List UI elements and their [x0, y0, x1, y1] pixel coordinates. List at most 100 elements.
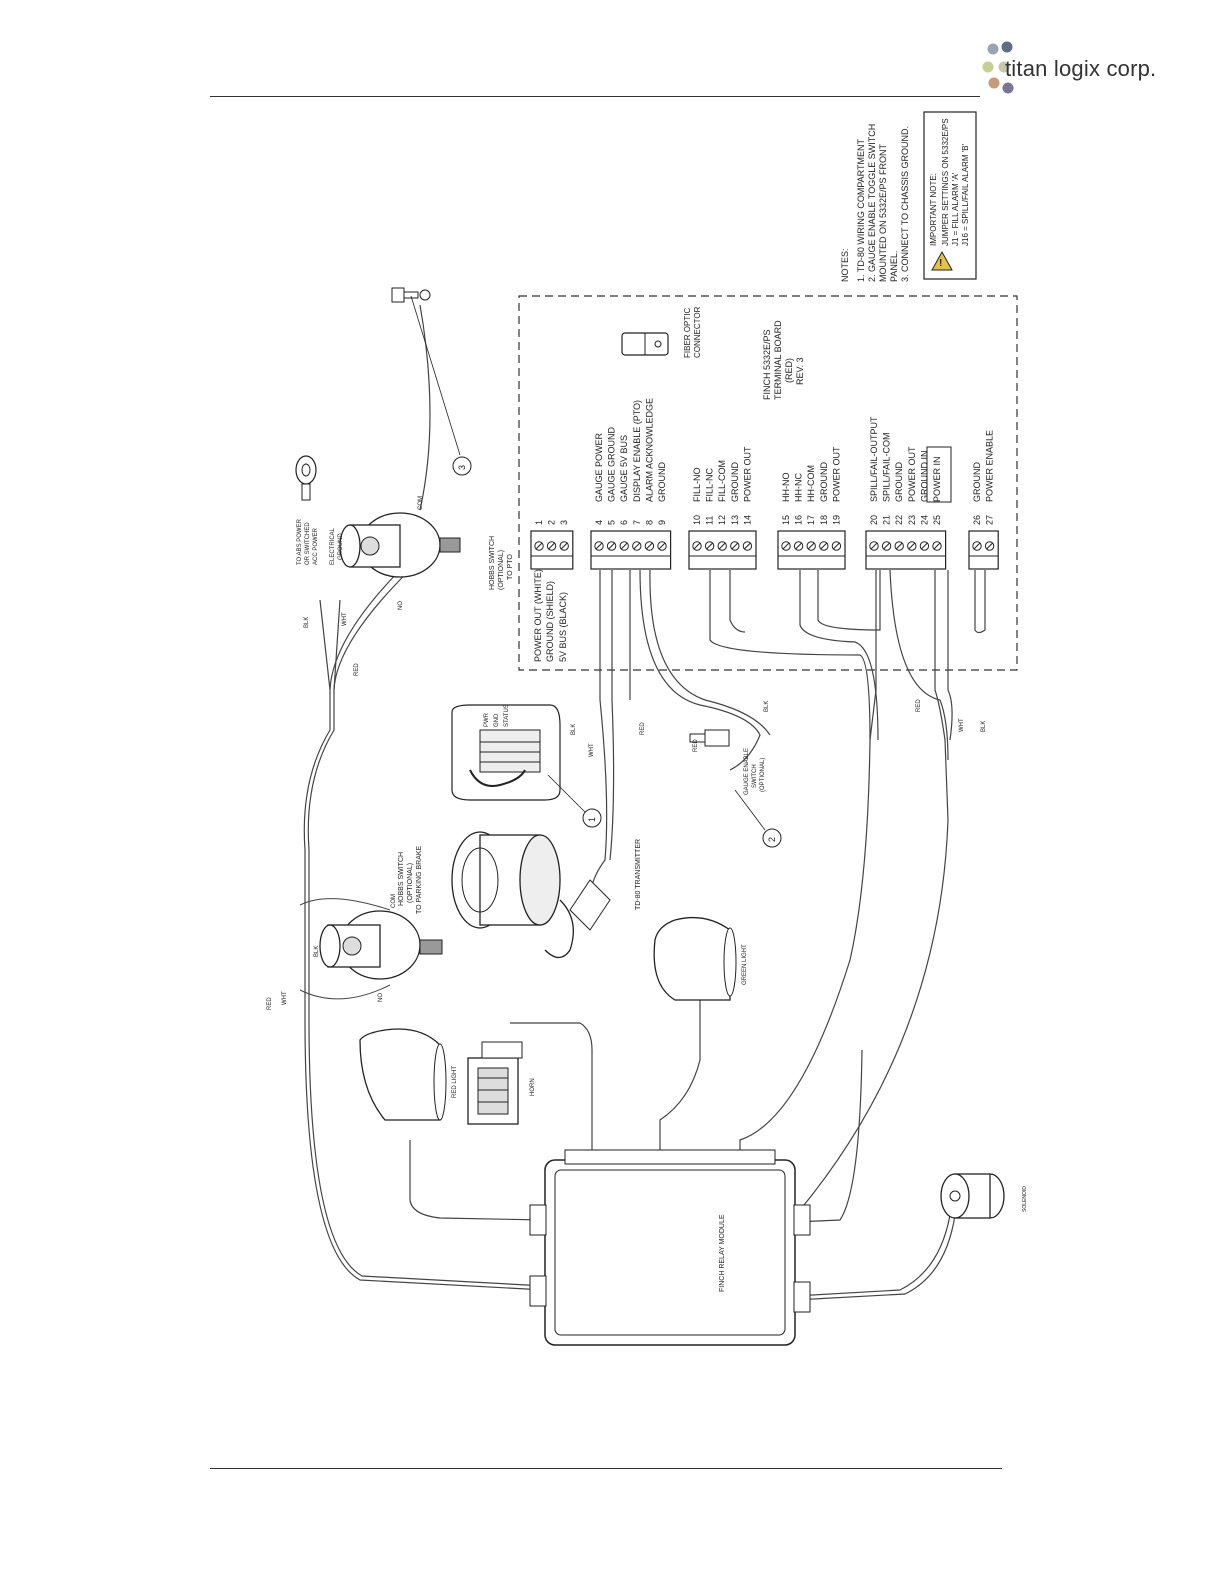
note-line: 2. GAUGE ENABLE TOGGLE SWITCH [867, 124, 877, 282]
transmitter-terminal-block: PWR GND STATUS 1 BLK WHT RED [451, 704, 646, 828]
terminal-number: 22 [894, 515, 904, 525]
wire-relay-spill [794, 1049, 863, 1223]
terminal-screw-slot [646, 542, 653, 550]
terminal-number: 18 [819, 515, 829, 525]
terminal-board: FIBER OPTIC CONNECTOR FINCH 5332E/PS TER… [518, 295, 1018, 671]
wire-red-light [409, 1140, 546, 1221]
wire-spill-blk [799, 570, 949, 1211]
terminal-screw-slot [608, 542, 615, 550]
terminal-screw-slot [883, 542, 890, 550]
warning-icon [931, 250, 953, 271]
finch-relay-module: FINCH RELAY MODULE [529, 1149, 811, 1346]
logo-dot [982, 61, 994, 73]
terminal-label: GROUND IN [919, 451, 929, 503]
tx-terminal-label: GND [494, 713, 500, 727]
solenoid: SOLENOID [940, 1173, 1028, 1219]
label-com: COM [391, 894, 397, 908]
ground-label: GROUND [338, 533, 344, 560]
ground-label: ELECTRICAL [330, 527, 336, 565]
hobbs-brake-label: TO PARKING BRAKE [416, 845, 423, 914]
hobbs-pto-label: (OPTIONAL) [498, 550, 505, 590]
tx-terminal-label: PWR [484, 712, 490, 727]
logo-dot [1001, 41, 1013, 53]
terminal-number: 25 [932, 515, 942, 525]
footer-rule [210, 1468, 1002, 1469]
wire-green-light [659, 1000, 701, 1160]
callout-2-number: 2 [767, 837, 777, 842]
wire-label-blk: BLK [764, 701, 770, 712]
wire-label-wht: WHT [282, 991, 288, 1005]
terminal-screw-slot [744, 542, 751, 550]
power-label: ACC POWER [313, 527, 319, 565]
transmitter-label: TD-80 TRANSMITTER [635, 839, 642, 910]
ground-in-highlight [926, 446, 952, 503]
callout-2 [762, 828, 782, 848]
terminal-label: GROUND [657, 462, 667, 502]
hobbs-brake-label: (OPTIONAL) [407, 863, 414, 903]
important-heading: IMPORTANT NOTE: [929, 173, 938, 246]
wire-enable [974, 570, 986, 634]
important-line: J1 = FILL ALARM 'A' [951, 172, 960, 246]
terminal-label: GAUGE POWER [594, 432, 604, 502]
terminal-label: HH-COM [806, 465, 816, 502]
logo-dot [998, 61, 1010, 73]
important-note-box [923, 111, 977, 280]
terminal-number: 2 [547, 520, 557, 525]
horn-label: HORN [530, 1078, 536, 1096]
important-line: J16 = SPILL/FAIL ALARM 'B' [961, 143, 970, 246]
hobbs-switch-pto: HOBBS SWITCH (OPTIONAL) TO PTO COM NO [339, 496, 514, 610]
ring-terminal: TO ABS POWER OR SWITCHED ACC POWER ELECT… [295, 455, 360, 676]
terminal-label: POWER ENABLE [985, 430, 995, 502]
wire-spill-wht [947, 570, 953, 741]
wire-label-red: RED [693, 739, 699, 752]
important-line: JUMPER SETTINGS ON 5332E/PS [941, 118, 950, 246]
terminal-screw-slot [658, 542, 666, 550]
wire-label-red: RED [354, 663, 360, 676]
terminal-screw-slot [870, 542, 878, 550]
note-line: 1. TD-80 WIRING COMPARTMENT [856, 138, 866, 282]
wire-solenoid [794, 1214, 956, 1301]
terminal-number: 4 [594, 520, 604, 525]
wire-hobbs-pto [329, 569, 401, 691]
wire-label-red: RED [267, 997, 273, 1010]
terminal-label: GROUND [894, 462, 904, 502]
logo-dot [1002, 82, 1014, 94]
company-logo [982, 41, 1014, 94]
terminal-screw-slot [620, 542, 628, 550]
wire-ground [333, 599, 341, 691]
terminal-number: 27 [985, 515, 995, 525]
notes-heading: NOTES: [840, 248, 850, 282]
logo-dot [988, 77, 1000, 89]
terminal-number: 13 [730, 515, 740, 525]
wire-td80 [589, 570, 608, 901]
warning-icon-mark: ! [939, 258, 942, 269]
terminal-screw-slot [560, 542, 568, 550]
hobbs-switch-brake: HOBBS SWITCH (OPTIONAL) TO PARKING BRAKE… [267, 845, 443, 1010]
hobbs-pto-label: TO PTO [507, 554, 514, 580]
gauge-enable-switch: GAUGE ENABLE SWITCH (OPTIONAL) 2 RED BLK [689, 701, 782, 848]
terminal-block [968, 530, 999, 570]
red-light: RED LIGHT [359, 1028, 458, 1121]
green-light-label: GREEN LIGHT [742, 944, 748, 985]
terminal-screw-slot [535, 542, 543, 550]
terminal-number: 9 [657, 520, 667, 525]
td80-transmitter: TD-80 TRANSMITTER [451, 831, 642, 959]
terminal-screw-slot [718, 542, 726, 550]
terminal-screw-slot [833, 542, 840, 550]
terminal-screw-slot [807, 542, 815, 550]
wires [303, 304, 986, 1301]
wire-solenoid [794, 1214, 951, 1297]
terminal-side-label: POWER OUT (WHITE) [533, 569, 543, 662]
terminal-label: POWER OUT [742, 446, 752, 502]
terminal-screw-slot [595, 542, 603, 550]
terminal-label: POWER OUT [907, 446, 917, 502]
terminal-number: 21 [882, 515, 892, 525]
terminal-screw-slot [795, 542, 802, 550]
hobbs-pto-label: HOBBS SWITCH [489, 536, 496, 590]
terminal-label: SPILL/FAIL-OUTPUT [869, 416, 879, 502]
board-title: (RED) [784, 358, 794, 383]
terminal-label: SPILL/FAIL-COM [882, 432, 892, 502]
terminal-number: 15 [781, 515, 791, 525]
